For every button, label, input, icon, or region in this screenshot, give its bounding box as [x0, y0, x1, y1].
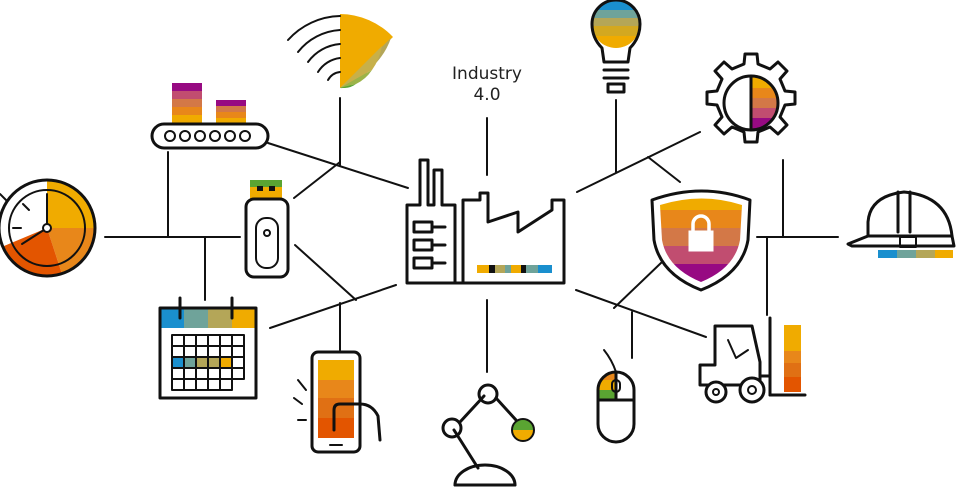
factory-icon [405, 158, 566, 285]
gear-icon [705, 52, 797, 144]
center-label: Industry 4.0 [428, 64, 546, 106]
calendar-icon [158, 296, 258, 400]
center-label-line2: 4.0 [473, 85, 501, 105]
computer-mouse-icon [596, 349, 636, 444]
hard-hat-icon [846, 190, 956, 258]
robot-arm-icon [441, 383, 535, 487]
wifi-signal-icon [287, 14, 393, 89]
connector-lines [104, 97, 839, 373]
security-shield-icon [650, 189, 752, 292]
lightbulb-icon [590, 0, 642, 94]
factory-color-band [477, 265, 552, 273]
smartphone-touch-icon [293, 350, 382, 454]
calendar-grid [171, 334, 245, 391]
center-label-line1: Industry [452, 64, 522, 84]
conveyor-belt-icon [150, 83, 270, 150]
usb-stick-icon [244, 180, 290, 279]
forklift-icon [698, 316, 807, 404]
stopwatch-icon [0, 178, 97, 278]
